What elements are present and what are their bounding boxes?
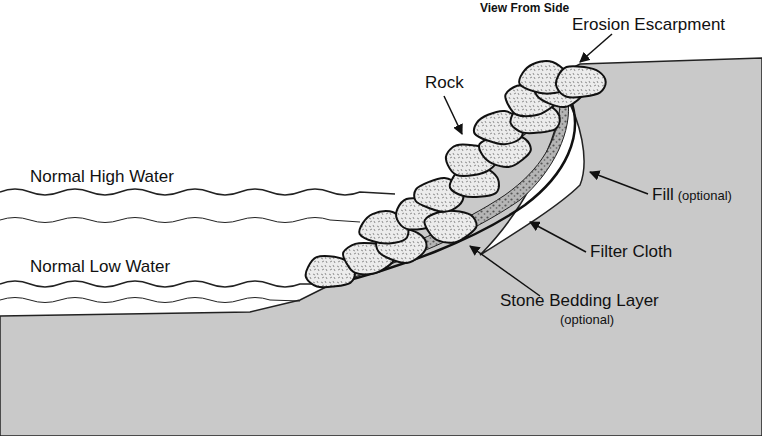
low-water-line-2	[0, 298, 300, 303]
leader-line	[590, 172, 648, 194]
ground	[0, 58, 762, 436]
rock	[556, 66, 606, 97]
part-label: Erosion Escarpment	[572, 16, 725, 35]
part-label: (optional)	[560, 313, 614, 327]
stone-bedding-layer	[335, 100, 569, 282]
part-label: Fill	[652, 186, 674, 205]
part-label: Normal High Water	[30, 168, 174, 187]
high-water-line	[0, 189, 395, 195]
view-title: View From Side	[480, 2, 569, 15]
leader-line	[470, 246, 540, 296]
rock-group	[306, 61, 606, 287]
low-water-line	[0, 281, 340, 287]
leader-line	[444, 96, 462, 134]
high-water-line-2	[0, 218, 360, 223]
filter-cloth	[330, 98, 575, 285]
leader-line	[530, 222, 586, 252]
part-label: (optional)	[678, 189, 732, 203]
rock	[424, 211, 476, 243]
part-label: Normal Low Water	[30, 258, 170, 277]
part-label: Rock	[425, 74, 464, 93]
part-label: Filter Cloth	[590, 243, 672, 262]
part-label: Stone Bedding Layer	[500, 292, 659, 311]
leader-line	[580, 34, 612, 62]
